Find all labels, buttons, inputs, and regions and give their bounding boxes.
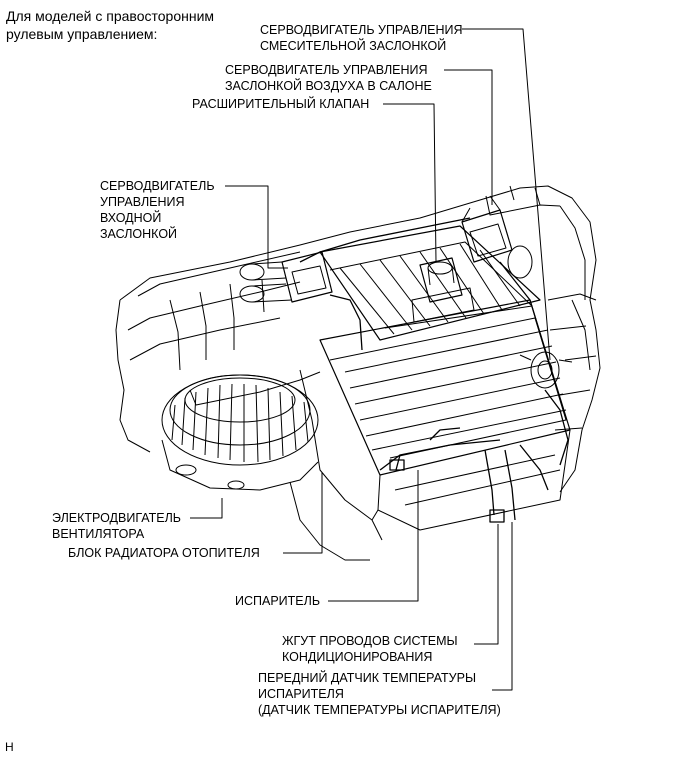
callout-text: ПЕРЕДНИЙ ДАТЧИК ТЕМПЕРАТУРЫ — [258, 671, 477, 685]
callout-evap-temp-sensor: ПЕРЕДНИЙ ДАТЧИК ТЕМПЕРАТУРЫ ИСПАРИТЕЛЯ (… — [258, 670, 501, 718]
callout-air-inlet-servo: СЕРВОДВИГАТЕЛЬ УПРАВЛЕНИЯ ВХОДНОЙ ЗАСЛОН… — [100, 178, 215, 242]
header-line-2: рулевым управлением: — [6, 26, 158, 42]
header-line-1: Для моделей с правосторонним — [6, 8, 215, 24]
callout-air-outlet-servo: СЕРВОДВИГАТЕЛЬ УПРАВЛЕНИЯ ЗАСЛОНКОЙ ВОЗД… — [225, 62, 432, 94]
callout-air-mix-servo: СЕРВОДВИГАТЕЛЬ УПРАВЛЕНИЯ СМЕСИТЕЛЬНОЙ З… — [260, 22, 463, 54]
callout-text: РАСШИРИТЕЛЬНЫЙ КЛАПАН — [192, 97, 370, 111]
callout-text: (ДАТЧИК ТЕМПЕРАТУРЫ ИСПАРИТЕЛЯ) — [258, 703, 501, 717]
callout-text: ВЕНТИЛЯТОРА — [52, 527, 145, 541]
callout-heater-radiator: БЛОК РАДИАТОРА ОТОПИТЕЛЯ — [68, 545, 260, 561]
leader-air-mix-servo — [462, 28, 551, 361]
callout-evaporator: ИСПАРИТЕЛЬ — [235, 593, 320, 609]
blower-fan-assembly — [161, 374, 319, 491]
callout-blower-motor: ЭЛЕКТРОДВИГАТЕЛЬ ВЕНТИЛЯТОРА — [52, 510, 181, 542]
callout-text: СМЕСИТЕЛЬНОЙ ЗАСЛОНКОЙ — [260, 39, 447, 53]
leader-evap-temp-sensor — [492, 522, 513, 691]
callout-text: СЕРВОДВИГАТЕЛЬ УПРАВЛЕНИЯ — [225, 63, 428, 77]
callout-text: СЕРВОДВИГАТЕЛЬ УПРАВЛЕНИЯ — [260, 23, 463, 37]
callout-ac-harness: ЖГУТ ПРОВОДОВ СИСТЕМЫ КОНДИЦИОНИРОВАНИЯ — [282, 633, 458, 665]
callout-text: КОНДИЦИОНИРОВАНИЯ — [282, 650, 433, 664]
callout-text: УПРАВЛЕНИЯ — [100, 195, 185, 209]
leader-air-inlet-servo — [225, 185, 288, 269]
callout-text: ЗАСЛОНКОЙ ВОЗДУХА В САЛОНЕ — [225, 79, 432, 93]
leader-expansion-valve — [383, 103, 437, 263]
leader-air-outlet-servo — [444, 69, 493, 205]
core-stack — [319, 225, 571, 531]
corner-mark: H — [5, 740, 14, 754]
callout-expansion-valve: РАСШИРИТЕЛЬНЫЙ КЛАПАН — [192, 96, 369, 112]
callout-text: СЕРВОДВИГАТЕЛЬ — [100, 179, 215, 193]
callout-text: ВХОДНОЙ — [100, 211, 162, 225]
callout-text: БЛОК РАДИАТОРА ОТОПИТЕЛЯ — [68, 546, 260, 560]
leader-blower-motor — [190, 498, 223, 519]
wire-harness-routing — [299, 217, 569, 523]
callout-text: ИСПАРИТЕЛЬ — [235, 594, 321, 608]
callout-text: ИСПАРИТЕЛЯ — [258, 687, 344, 701]
leader-ac-harness — [474, 524, 499, 645]
callout-text: ЭЛЕКТРОДВИГАТЕЛЬ — [52, 511, 181, 525]
leader-lines — [190, 28, 551, 691]
callout-text: ЖГУТ ПРОВОДОВ СИСТЕМЫ — [282, 634, 458, 648]
page-header: Для моделей с правосторонним рулевым упр… — [6, 7, 214, 43]
callout-text: ЗАСЛОНКОЙ — [100, 227, 178, 241]
leader-evaporator — [328, 470, 419, 602]
hvac-housing — [115, 185, 601, 561]
outlet-servo-body — [519, 351, 573, 389]
leader-heater-radiator — [283, 472, 323, 554]
inlet-servo-body — [239, 251, 333, 303]
